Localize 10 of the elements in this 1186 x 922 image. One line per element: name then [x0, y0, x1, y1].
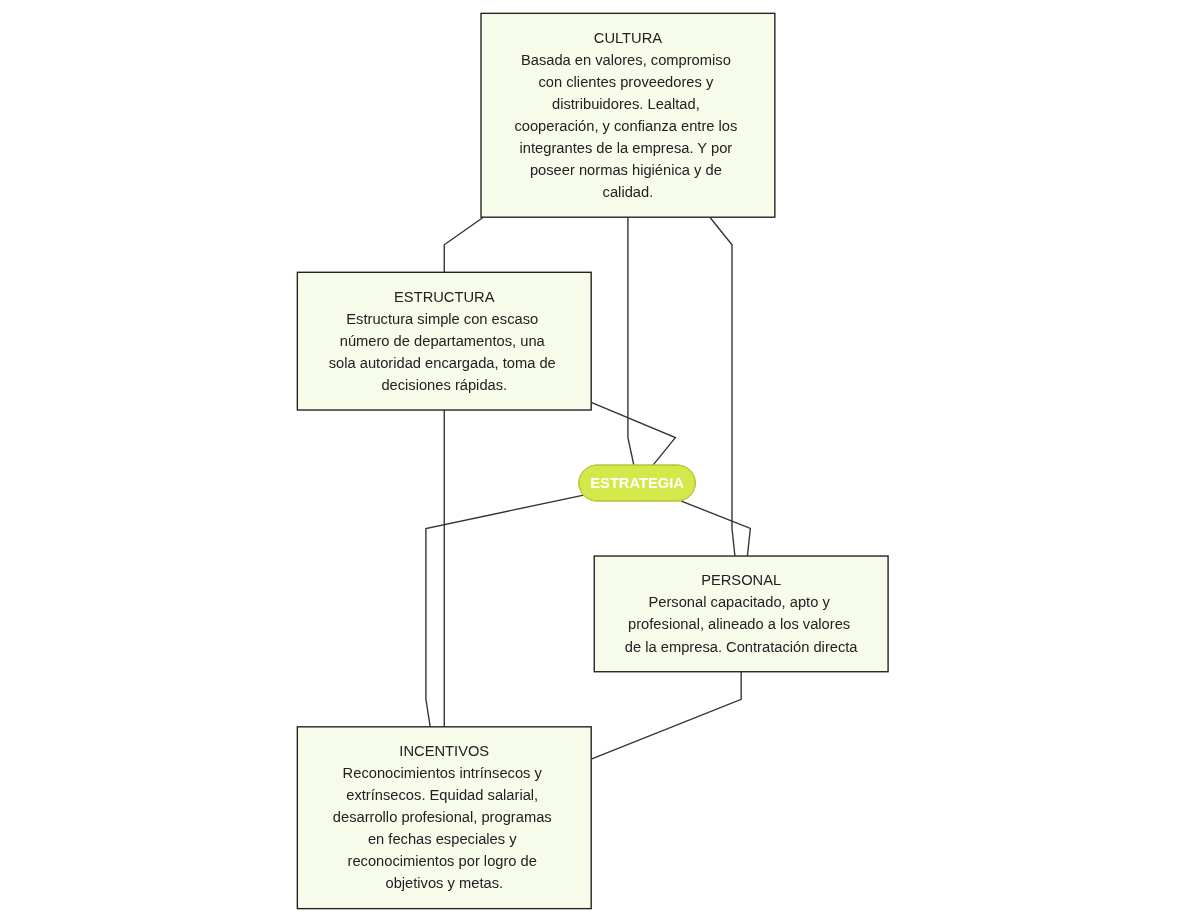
connector [709, 216, 736, 557]
connector [443, 216, 485, 273]
connector [443, 409, 446, 728]
connector [680, 500, 752, 557]
node-box: ESTRUCTURA Estructura simple con escaso número de departamentos, una sola autoridad encargada, toma de decisiones rápidas. [296, 271, 593, 411]
node-box: PERSONAL Personal capacitado, apto y profesional, alineado a los valores de la empresa. Contratación directa [593, 555, 890, 673]
connector [425, 494, 585, 728]
node-box: INCENTIVOS Reconocimientos intrínsecos y extrínsecos. Equidad salarial, desarrollo profesional, programas en fechas especiales y reconocimientos por logro de objetivos y metas. [296, 726, 593, 910]
connector [627, 216, 635, 467]
node-box: CULTURA Basada en valores, compromiso con clientes proveedores y distribuidores. Lealtad, cooperación, y confianza entre los integrantes de la empresa. Y por poseer normas higiénica y de calidad. [480, 12, 776, 218]
